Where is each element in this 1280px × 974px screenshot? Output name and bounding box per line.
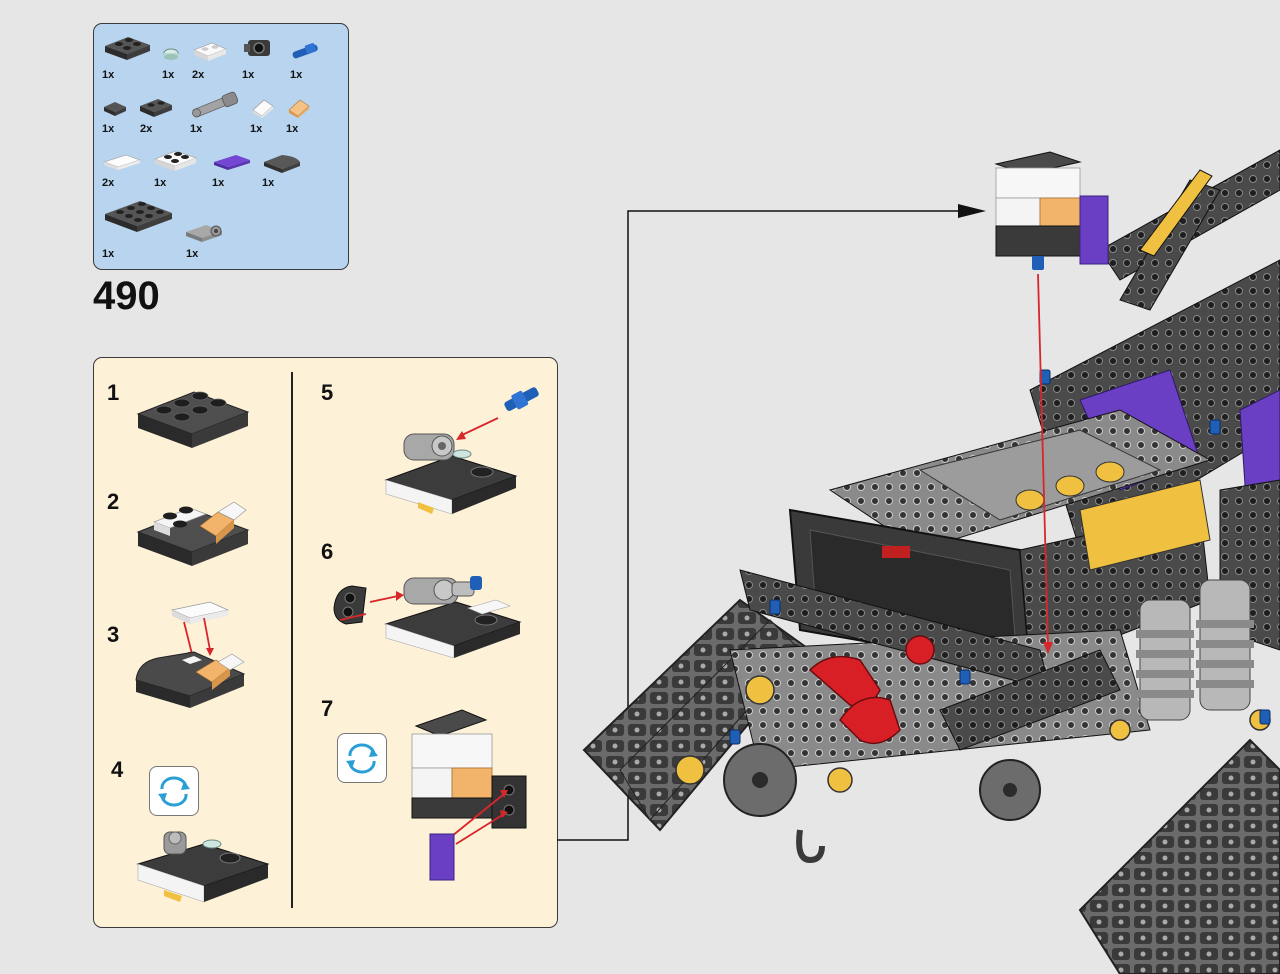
main-model-illustration [582, 149, 1280, 974]
part-qty: 1x [102, 248, 115, 260]
substep-5-assembly [384, 387, 539, 515]
part-qty: 1x [262, 177, 275, 189]
substep-1-assembly [136, 391, 250, 448]
substeps-panel: 1 2 3 4 5 6 7 [93, 357, 558, 928]
substep-2-assembly [136, 501, 250, 566]
substep-number: 3 [107, 622, 120, 647]
part-qty: 1x [102, 69, 115, 81]
rotate-model-icon [337, 733, 387, 783]
part-qty: 2x [140, 123, 153, 135]
part-qty: 1x [250, 123, 263, 135]
substep-6-assembly [333, 576, 522, 658]
part-qty: 1x [162, 69, 175, 81]
substep-number: 6 [321, 539, 334, 564]
part-qty: 1x [242, 69, 255, 81]
substep-number: 7 [321, 696, 334, 721]
substep-3-assembly [135, 601, 246, 708]
part-qty: 1x [190, 123, 203, 135]
part-qty: 2x [102, 177, 115, 189]
part-qty: 1x [286, 123, 299, 135]
part-qty: 2x [192, 69, 205, 81]
substep-number: 4 [111, 757, 124, 782]
part-qty: 1x [212, 177, 225, 189]
part-qty: 1x [154, 177, 167, 189]
rotate-model-icon [149, 766, 199, 816]
substep-divider [291, 372, 293, 908]
part-qty: 1x [290, 69, 303, 81]
parts-list-panel: 1x 1x 2x 1x 1x [93, 23, 349, 270]
substep-number: 5 [321, 380, 334, 405]
substep-number: 2 [107, 489, 120, 514]
part-qty: 1x [102, 123, 115, 135]
part-qty: 1x [186, 248, 199, 260]
step-number: 490 [93, 274, 160, 318]
substep-4-assembly [136, 831, 270, 903]
substep-7-assembly [411, 709, 527, 881]
substep-number: 1 [107, 380, 120, 405]
